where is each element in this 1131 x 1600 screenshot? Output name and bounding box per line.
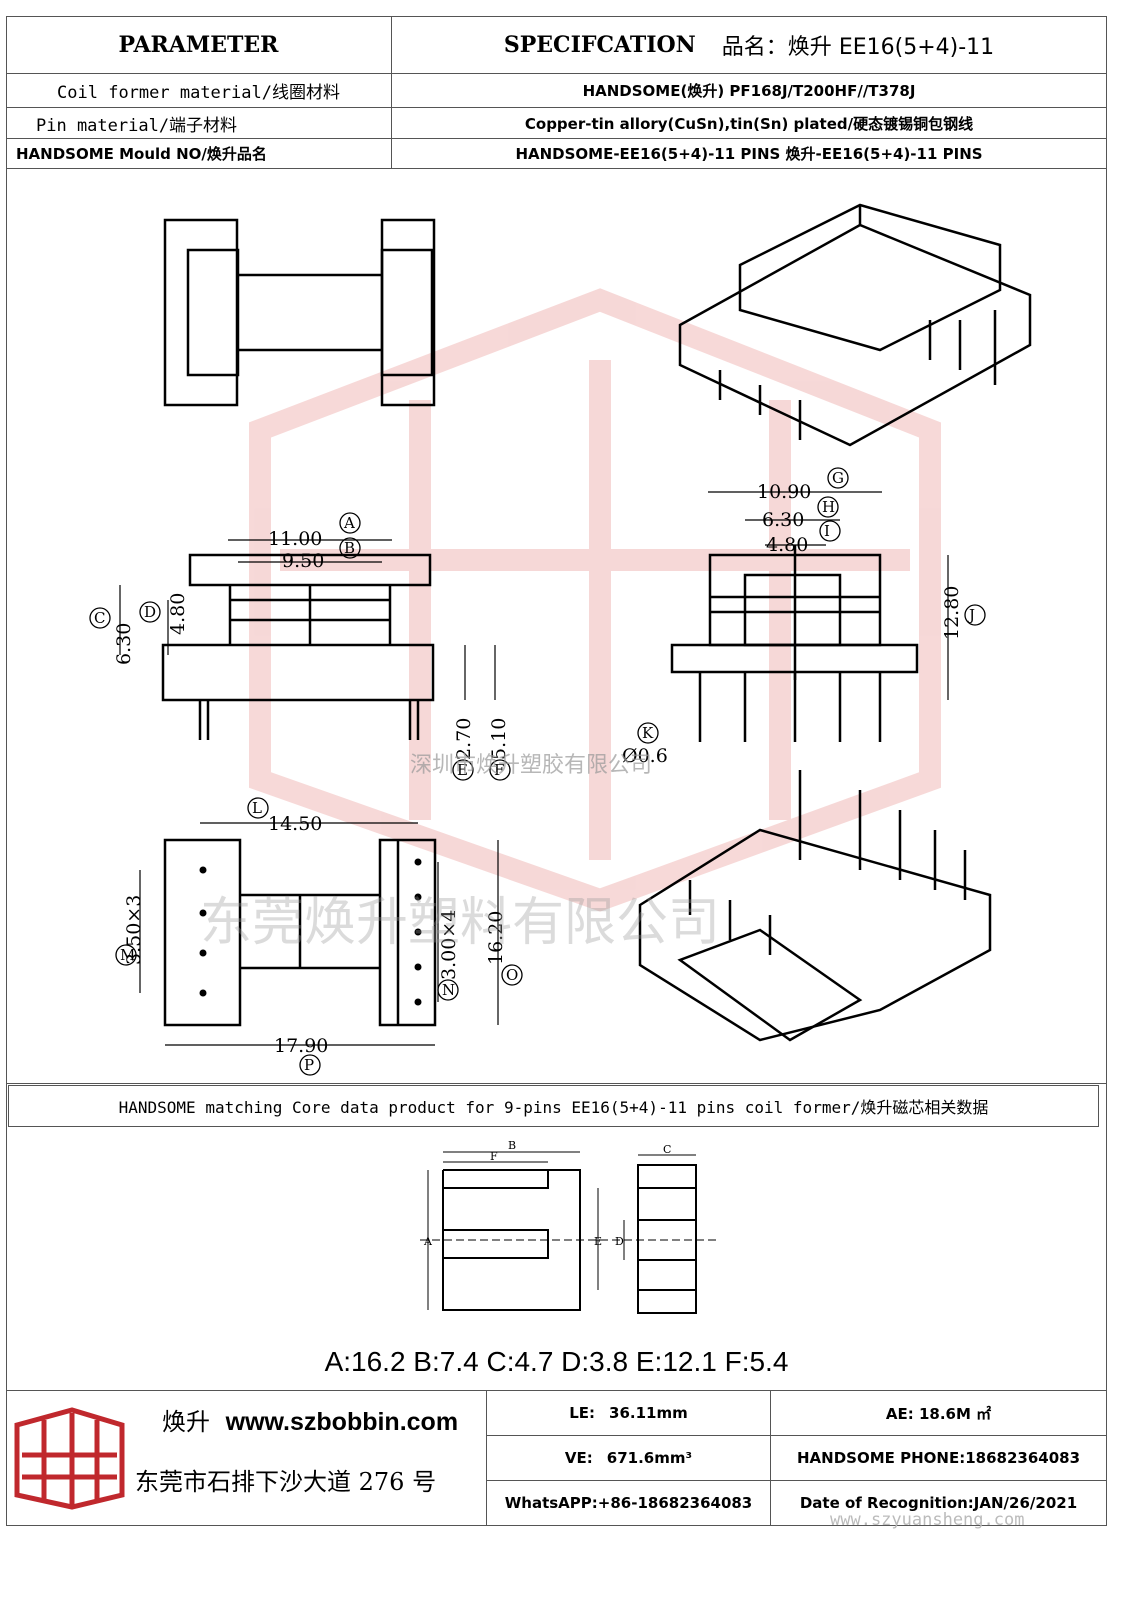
dim-k: Ø0.6 bbox=[622, 745, 668, 767]
footer-phone: HANDSOME PHONE:18682364083 bbox=[796, 1449, 1081, 1467]
dim-m: 3.50×3 bbox=[123, 895, 145, 965]
marker-l: L bbox=[252, 799, 262, 817]
product-name: EE16(5+4)-11 bbox=[838, 35, 995, 60]
core-label-a: A bbox=[423, 1235, 433, 1248]
marker-n: N bbox=[442, 981, 455, 999]
dim-i: 4.80 bbox=[766, 534, 808, 556]
marker-o: O bbox=[506, 966, 518, 984]
footer-date: Date of Recognition:JAN/26/2021 bbox=[799, 1494, 1078, 1512]
marker-i: I bbox=[824, 522, 830, 540]
dim-d: 4.80 bbox=[167, 593, 189, 635]
footer-website[interactable]: www.szbobbin.com bbox=[225, 1408, 459, 1436]
core-label-c: C bbox=[663, 1143, 671, 1156]
dim-o: 16.20 bbox=[485, 911, 507, 965]
dim-p: 17.90 bbox=[274, 1035, 328, 1057]
watermark-company-small: 深圳市焕升塑胶有限公司 bbox=[410, 753, 652, 778]
row-value-coil-material: HANDSOME(焕升) PF168J/T200HF//T378J bbox=[582, 82, 916, 100]
dim-c: 6.30 bbox=[113, 623, 135, 665]
watermark-company-large: 东莞焕升塑料有限公司 bbox=[200, 893, 720, 953]
watermark-url: www.szyuansheng.com bbox=[830, 1510, 1025, 1530]
row-label-mould-no: HANDSOME Mould NO/焕升品名 bbox=[16, 145, 267, 163]
company-logo bbox=[14, 1407, 125, 1510]
marker-c: C bbox=[94, 609, 105, 627]
parameter-heading: PARAMETER bbox=[118, 32, 279, 58]
marker-b: B bbox=[344, 539, 355, 557]
specification-heading: SPECIFCATION 品名：焕升 EE16(5+4)-11 bbox=[503, 32, 995, 60]
marker-e: E bbox=[457, 761, 468, 779]
footer-le: LE:36.11mm bbox=[569, 1404, 688, 1422]
marker-d: D bbox=[144, 603, 156, 621]
marker-f: F bbox=[494, 761, 504, 779]
dim-n: 3.00×4 bbox=[438, 910, 460, 980]
dim-b: 9.50 bbox=[282, 550, 324, 572]
marker-j: J bbox=[967, 606, 975, 624]
marker-h: H bbox=[822, 498, 835, 516]
dimension-lines bbox=[119, 491, 949, 1046]
core-label-d: D bbox=[615, 1235, 624, 1248]
core-values: A:16.2 B:7.4 C:4.7 D:3.8 E:12.1 F:5.4 bbox=[324, 1346, 789, 1377]
marker-k: K bbox=[642, 724, 654, 742]
footer-ve: VE:671.6mm³ bbox=[564, 1449, 693, 1467]
dim-h: 6.30 bbox=[762, 509, 804, 531]
core-label-f: F bbox=[490, 1150, 498, 1163]
footer-ae: AE: 18.6M ㎡ bbox=[885, 1404, 992, 1423]
dim-e: 2.70 bbox=[453, 718, 475, 760]
dim-j: 12.80 bbox=[941, 586, 963, 640]
watermark-logo bbox=[249, 288, 941, 912]
marker-m: M bbox=[120, 946, 135, 964]
core-label-b: B bbox=[508, 1139, 516, 1152]
dim-f: 5.10 bbox=[488, 718, 510, 760]
footer-whatsapp: WhatsAPP:+86-18682364083 bbox=[504, 1494, 753, 1512]
row-label-pin-material: Pin material/端子材料 bbox=[36, 115, 238, 136]
dim-g: 10.90 bbox=[757, 481, 811, 503]
footer-address: 东莞市石排下沙大道 276 号 bbox=[135, 1468, 437, 1496]
technical-drawing: 11.00 9.50 6.30 4.80 2.70 5.10 10.90 6.3… bbox=[89, 203, 1032, 1076]
row-value-mould-no: HANDSOME-EE16(5+4)-11 PINS 焕升-EE16(5+4)-… bbox=[515, 145, 983, 163]
row-value-pin-material: Copper-tin allory(CuSn),tin(Sn) plated/硬… bbox=[524, 114, 974, 133]
dim-l: 14.50 bbox=[268, 813, 322, 835]
markers: A B C D E F G H I J K L M N O P bbox=[89, 467, 986, 1076]
core-drawing: A B C D E F bbox=[420, 1139, 720, 1314]
core-labels: A B C D E F bbox=[423, 1139, 671, 1248]
marker-g: G bbox=[832, 469, 844, 487]
dim-a: 11.00 bbox=[268, 528, 322, 550]
footer-brand-line: 焕升 www.szbobbin.com bbox=[162, 1402, 458, 1437]
marker-a: A bbox=[343, 514, 355, 532]
core-data-caption: HANDSOME matching Core data product for … bbox=[118, 1098, 989, 1117]
core-label-e: E bbox=[594, 1235, 602, 1248]
footer-brand: 焕升 bbox=[162, 1408, 210, 1436]
marker-p: P bbox=[304, 1056, 314, 1074]
pin-holes bbox=[199, 858, 422, 1006]
row-label-coil-material: Coil former material/线圈材料 bbox=[57, 83, 340, 103]
product-name-label: 品名：焕升 bbox=[721, 35, 832, 60]
